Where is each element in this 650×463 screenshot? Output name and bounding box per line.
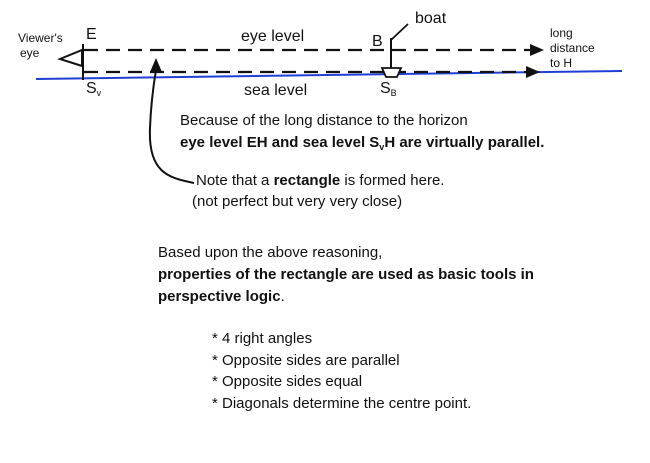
long-distance-label-line3: to H	[550, 56, 573, 70]
parallel-statement: eye level EH and sea level SvH are virtu…	[180, 134, 545, 152]
note-pointer-curve	[148, 69, 195, 184]
viewers-eye-label-line2: eye	[20, 46, 40, 60]
list-item: * Opposite sides equal	[212, 373, 363, 390]
parallel-statement-post: H are virtually parallel.	[384, 134, 545, 151]
rectangle-note-paren: (not perfect but very very close)	[192, 193, 403, 210]
eye-level-arrowhead	[530, 44, 544, 56]
rectangle-note-pre: Note that a	[196, 172, 274, 189]
point-sv-main: S	[86, 80, 97, 97]
long-distance-label-line2: distance	[550, 41, 595, 55]
properties-statement-line2: perspective logic.	[158, 288, 285, 305]
viewers-eye-shape	[57, 48, 83, 68]
boat-hull-shape	[380, 67, 403, 78]
boat-label: boat	[415, 10, 447, 27]
eye-level-label: eye level	[241, 28, 305, 45]
parallel-statement-sub: v	[379, 142, 385, 152]
horizon-explanation: Because of the long distance to the hori…	[180, 112, 468, 129]
properties-statement-line2-bold: perspective logic	[158, 288, 281, 305]
long-distance-label-line1: long	[550, 26, 573, 40]
point-e-label: E	[86, 26, 97, 43]
list-item: * Opposite sides are parallel	[212, 351, 400, 369]
point-b-label: B	[372, 33, 383, 50]
point-sb-sub: B	[390, 88, 397, 98]
note-pointer-arrowhead	[150, 58, 162, 72]
point-sb-main: S	[380, 80, 391, 97]
point-sb-label: SB	[380, 80, 397, 98]
sea-level-arrowhead	[526, 66, 540, 78]
properties-statement-line2-end: .	[280, 288, 285, 305]
point-sv-label: Sv	[86, 80, 101, 98]
list-item: * 4 right angles	[212, 330, 313, 347]
viewers-eye-label-line1: Viewer's	[18, 31, 63, 45]
properties-statement-line1: properties of the rectangle are used as …	[158, 266, 534, 283]
reasoning-text: Based upon the above reasoning,	[158, 244, 383, 261]
rectangle-note-bold: rectangle	[273, 172, 341, 189]
point-sv-sub: v	[96, 88, 102, 98]
rectangle-note: Note that a rectangle is formed here.	[196, 172, 444, 189]
sea-level-label: sea level	[244, 82, 308, 99]
boat-pointer-line	[390, 23, 409, 41]
list-item: * Diagonals determine the centre point.	[212, 394, 472, 412]
rectangle-note-post: is formed here.	[340, 172, 445, 189]
parallel-statement-pre: eye level EH and sea level S	[180, 134, 380, 151]
rectangle-properties-list: * 4 right angles * Opposite sides are pa…	[212, 328, 471, 414]
